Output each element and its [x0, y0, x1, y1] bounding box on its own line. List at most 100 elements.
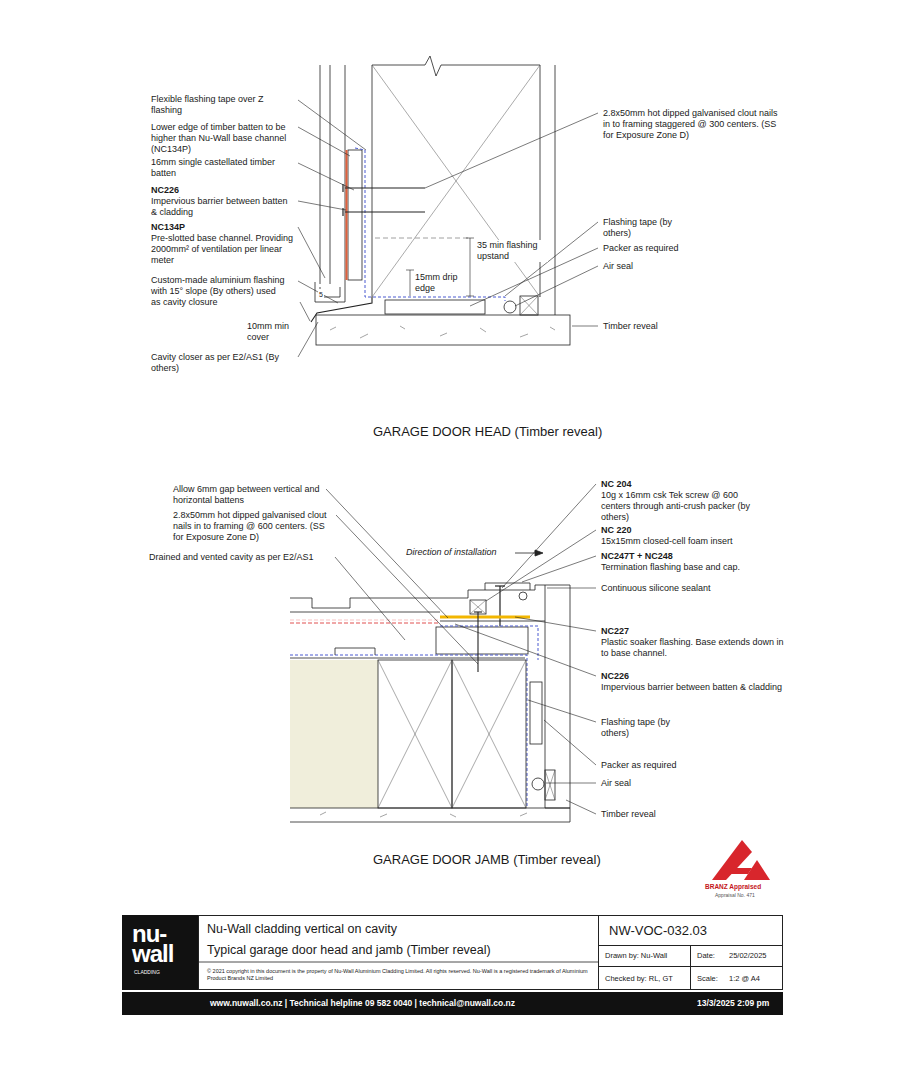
head-section-shape [466, 238, 474, 296]
jamb-section-shape [436, 627, 528, 654]
head-section-shape [410, 270, 411, 296]
title-cell-text: Nu-Wall cladding vertical on cavity [207, 922, 397, 937]
leader-lines-shape [547, 588, 596, 589]
branz-logo-shape [712, 840, 752, 880]
jamb-section-shape [290, 808, 570, 822]
dimension: 5 [318, 289, 324, 300]
dimension: 15mm drip edge [414, 272, 461, 294]
leader-lines-shape [298, 322, 318, 357]
appraisal-mark: BRANZ Appraised [704, 883, 762, 891]
callout-note: Continuous silicone sealant [600, 583, 712, 594]
drawn-by-cell: Drawn by: Nu-Wall [598, 945, 691, 967]
section-caption: GARAGE DOOR JAMB (Timber reveal) [372, 852, 602, 868]
leader-lines-shape [502, 484, 596, 588]
callout-note: Custom-made aluminium flashing with 15° … [150, 275, 287, 308]
title-block-lines-shape [198, 962, 598, 963]
head-section-shape [315, 282, 345, 302]
jamb-section-shape [290, 612, 440, 613]
head-section-shape [372, 65, 540, 297]
head-section-shape [330, 326, 555, 338]
jamb-section-shape [335, 648, 375, 655]
head-section-shape [555, 65, 556, 315]
logo-box-text: nu-wall [132, 924, 190, 963]
logo-box: nu-wallCLADDING [122, 915, 198, 990]
checked-by-cell: Checked by: RL, GT [598, 966, 691, 990]
callout-note: Packer as required [602, 243, 680, 254]
callout-note: 15x15mm closed-cell foam insert [600, 536, 734, 547]
leader-lines-shape [455, 624, 596, 676]
jamb-section-shape [530, 682, 542, 744]
direction-note: Direction of installation [405, 547, 498, 558]
callout-note: 2.8x50mm hot dipped galvanised clout nai… [172, 510, 336, 543]
jamb-section-shape [290, 598, 468, 608]
date-cell: Date: 25/02/2025 [690, 945, 783, 967]
jamb-section-shape [485, 583, 530, 590]
leader-lines [298, 100, 598, 357]
jamb-section-shape [470, 600, 486, 614]
jamb-section-shape [378, 660, 526, 808]
jamb-section-shape [470, 600, 486, 614]
head-section-shape [470, 238, 471, 296]
head-section-shape [372, 65, 373, 297]
part-code: NC134P [150, 222, 186, 233]
callout-note: Impervious barrier between batten & clad… [600, 682, 783, 693]
head-section-shape [406, 270, 414, 271]
leader-lines-shape [486, 530, 596, 601]
jamb-section-shape [474, 611, 482, 612]
footer-band-text: 13/3/2025 2:09 pm [697, 998, 769, 1008]
callout-note: Plastic soaker flashing. Base extends do… [600, 637, 787, 659]
leader-lines-shape [298, 100, 366, 150]
head-section-shape [375, 238, 470, 239]
jamb-section-shape [545, 770, 555, 800]
leader-lines-shape [298, 227, 325, 278]
callout-note: 2.8x50mm hot dipped galvanised clout nai… [602, 108, 782, 141]
jamb-section-shape [290, 620, 440, 621]
head-section-shape [365, 150, 505, 301]
scale-cell-text: Scale: [697, 974, 718, 983]
dimension: 10mm min cover [246, 321, 296, 343]
part-code: NC 204 [600, 479, 633, 490]
head-section-shape [372, 65, 540, 297]
footer-band-text: www.nuwall.co.nz | Technical helpline 09… [210, 998, 515, 1008]
head-section-shape [520, 296, 538, 315]
callout-note: Timber reveal [602, 321, 659, 332]
leader-lines-shape [515, 266, 598, 306]
branz-logo-shape [729, 868, 752, 874]
date-cell-text: Date: [697, 951, 715, 960]
leader-lines-shape [544, 720, 596, 765]
callout-note: Flashing tape (by others) [602, 217, 694, 239]
jamb-section-shape [532, 778, 544, 790]
scale-cell-text: 1:2 @ A4 [729, 974, 760, 983]
head-section-shape [346, 150, 348, 280]
callout-note: Air seal [602, 261, 634, 272]
callout-note: Packer as required [600, 760, 678, 771]
jamb-section-shape [519, 592, 527, 600]
head-section-shape [345, 187, 425, 188]
part-code: NC227 [600, 626, 630, 637]
callout-note: 16mm single castellated timber batten [150, 157, 297, 179]
leader-lines-shape [298, 281, 338, 303]
jamb-section-shape [477, 612, 478, 672]
jamb-section-shape [545, 770, 555, 800]
callout-note: Pre-slotted base channel. Providing 2000… [150, 233, 297, 266]
head-section-shape [345, 211, 425, 212]
jamb-section-shape [545, 585, 570, 808]
dimension: 35 min flashing upstand [476, 240, 548, 262]
leader-lines [326, 484, 596, 814]
title-cell-text: © 2021 copyright in this document is the… [207, 968, 592, 981]
head-section-shape [540, 65, 541, 297]
drawing-number-cell: NW-VOC-032.03 [598, 915, 783, 946]
leader-lines-shape [298, 163, 354, 190]
callout-note: Cavity closer as per E2/AS1 (By others) [150, 352, 297, 374]
callout-note: Flexible flashing tape over Z flashing [150, 94, 297, 116]
leader-lines-shape [425, 113, 598, 188]
logo-box-text: CLADDING [134, 969, 160, 975]
leader-lines-shape [335, 557, 405, 640]
head-section [300, 56, 570, 345]
jamb-section-shape [290, 658, 525, 659]
date-cell-text: 25/02/2025 [729, 951, 767, 960]
jamb-section-shape [515, 553, 538, 554]
callout-note: Impervious barrier between batten & clad… [150, 196, 297, 218]
title-cell: Nu-Wall cladding vertical on cavityTypic… [198, 915, 599, 990]
